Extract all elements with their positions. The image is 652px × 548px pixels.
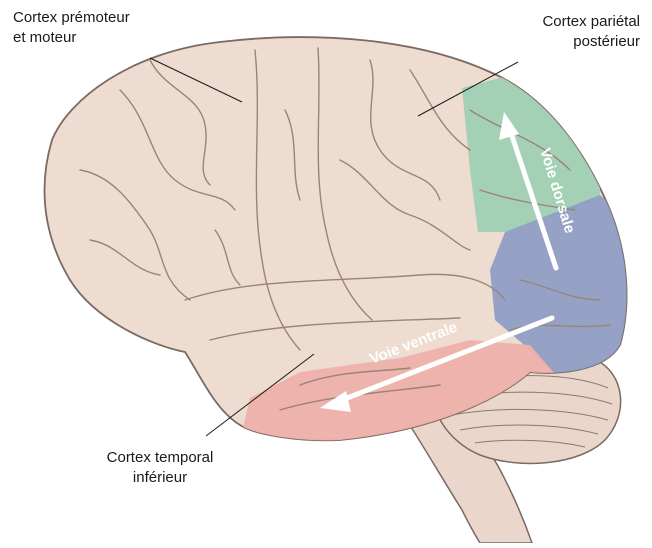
premotor-label-line-1: Cortex prémoteur [13, 8, 130, 28]
parietal-label-line-1: Cortex pariétal [542, 12, 640, 32]
premotor-cortex-label: Cortex prémoteur et moteur [13, 8, 130, 48]
temporal-label-line-1: Cortex temporal [60, 448, 260, 468]
posterior-parietal-cortex-label: Cortex pariétal postérieur [542, 12, 640, 52]
temporal-label-line-2: inférieur [60, 468, 260, 488]
parietal-label-line-2: postérieur [542, 32, 640, 52]
premotor-label-line-2: et moteur [13, 28, 130, 48]
inferior-temporal-cortex-label: Cortex temporal inférieur [60, 448, 260, 488]
